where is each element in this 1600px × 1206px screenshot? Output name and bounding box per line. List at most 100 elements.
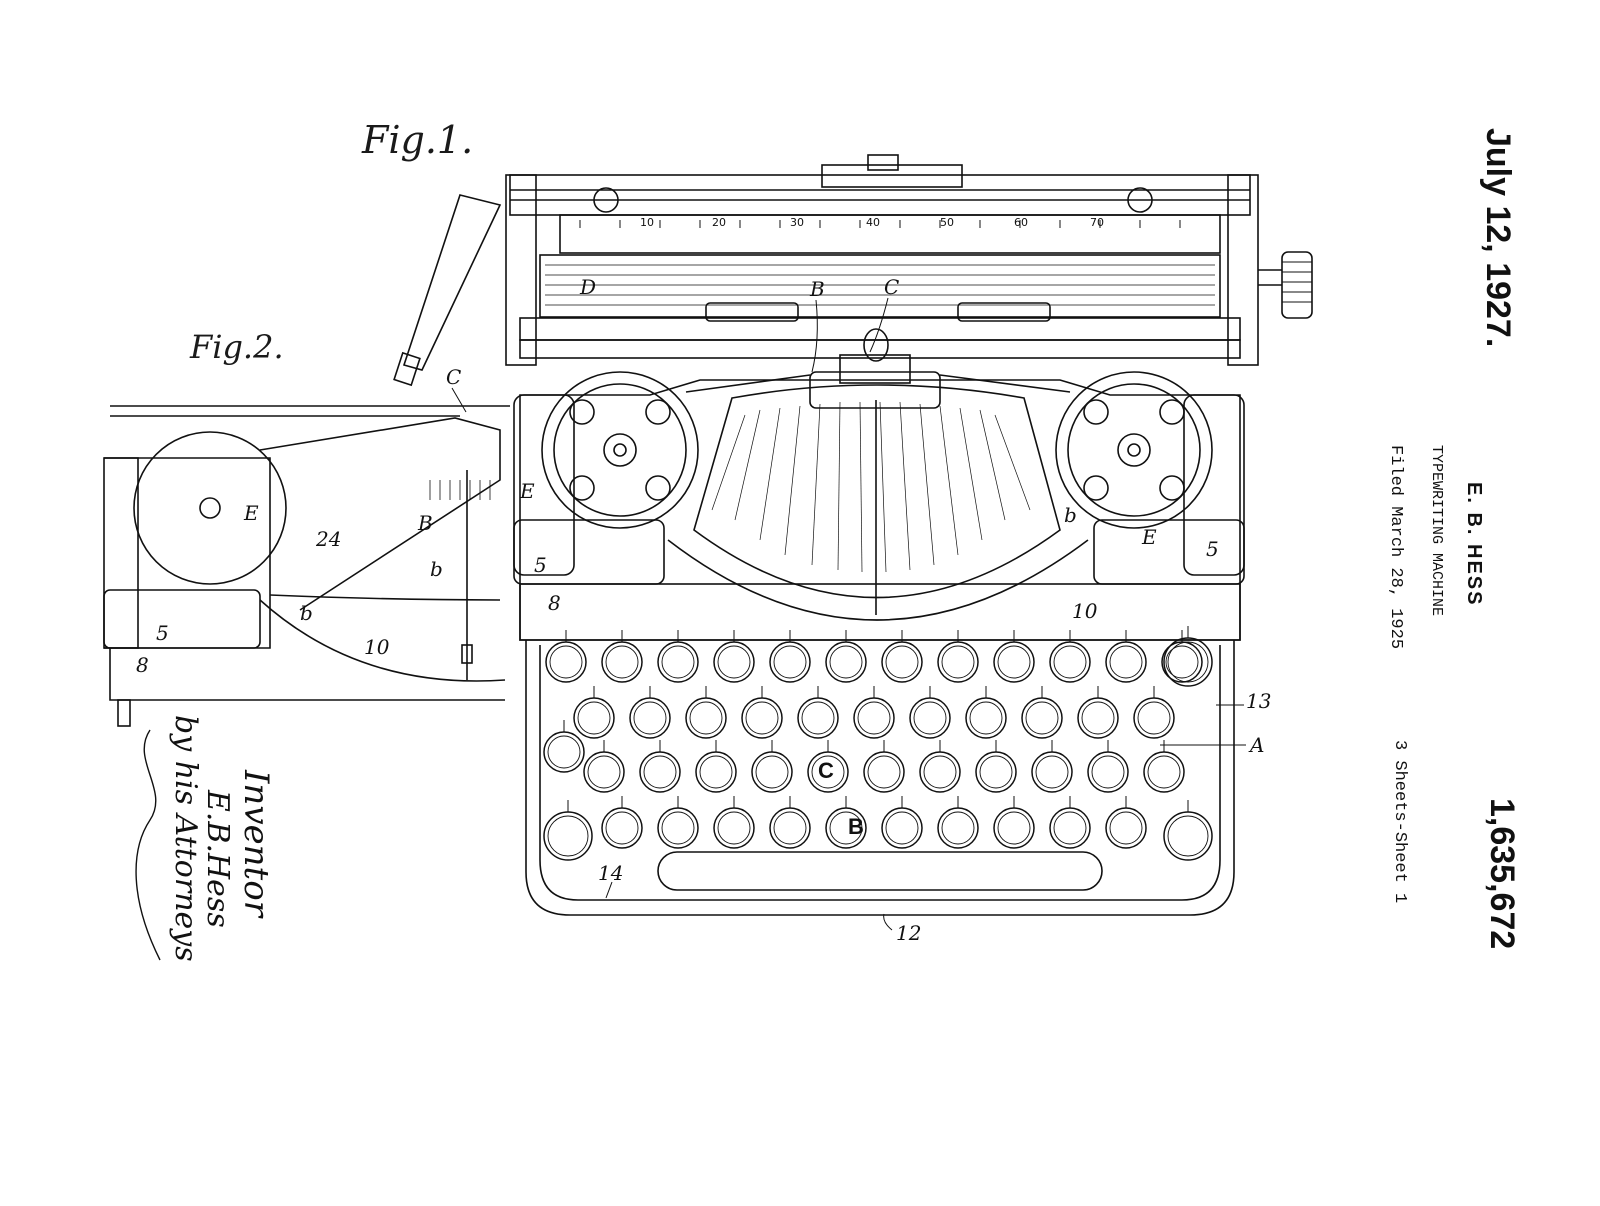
key-r3-8 [1049,807,1091,849]
key-r0-9 [1049,641,1091,683]
patent-date: July 12, 1927. [1479,128,1517,348]
key-r1-3-rim [745,701,779,735]
svg-text:70: 70 [1090,216,1104,229]
ref-E-left: E [519,479,535,503]
key-r0-10-rim [1109,645,1143,679]
svg-text:40: 40 [866,216,880,229]
key-shift-lock [543,731,585,773]
key-r3-6-rim [941,811,975,845]
key-r1-6 [909,697,951,739]
ref-14: 14 [598,861,623,885]
key-r2-7 [975,751,1017,793]
key-r0-7-rim [941,645,975,679]
key-r2-5 [863,751,905,793]
key-r0-8-rim [997,645,1031,679]
key-r0-4 [769,641,811,683]
ref-10-fig2: 10 [364,635,390,659]
key-r2-7-rim [979,755,1013,789]
key-shift-left-rim [547,815,589,857]
key-r2-9-rim [1091,755,1125,789]
key-r3-5 [881,807,923,849]
key-r2-4-rim [811,755,845,789]
key-r1-9 [1077,697,1119,739]
key-r3-2-rim [717,811,751,845]
ref-C-fig2: C [446,365,461,389]
key-shift-lock-rim [547,735,581,769]
key-r0-2-rim [661,645,695,679]
key-r0-3-rim [717,645,751,679]
ref-5-left: 5 [534,553,547,577]
ref-E-right: E [1141,525,1157,549]
ref-b-fig2-lower: b [300,601,313,625]
key-r0-8 [993,641,1035,683]
key-r1-8 [1021,697,1063,739]
ref-b-fig1: b [1064,503,1077,527]
key-r0-5 [825,641,867,683]
key-r0-2 [657,641,699,683]
key-r2-6-rim [923,755,957,789]
key-r1-0-rim [577,701,611,735]
key-r1-2 [685,697,727,739]
ribbon-spool-right [1055,371,1213,529]
attorneys-line: by his Attorneys [168,715,203,962]
key-r3-1 [657,807,699,849]
key-r0-9-rim [1053,645,1087,679]
key-r3-6 [937,807,979,849]
ref-E-fig2: E [243,501,259,525]
key-r0-4-rim [773,645,807,679]
ref-C-fig1: C [884,275,899,299]
patent-number: 1,635,672 [1483,798,1521,950]
ref-13: 13 [1246,689,1271,713]
key-r0-11-rim [1165,645,1199,679]
key-r1-10 [1133,697,1175,739]
key-r0-10 [1105,641,1147,683]
svg-text:60: 60 [1014,216,1028,229]
key-large-top-right [1163,637,1213,687]
key-shift-right-rim [1167,815,1209,857]
inventor-heading: Inventor [236,770,276,917]
ref-8-fig2: 8 [136,653,149,677]
key-r2-3 [751,751,793,793]
key-r1-8-rim [1025,701,1059,735]
key-r1-5 [853,697,895,739]
invention-title: TYPEWRITING MACHINE [1428,445,1445,617]
key-r3-1-rim [661,811,695,845]
svg-text:20: 20 [712,216,726,229]
ref-5-fig2: 5 [156,621,169,645]
key-b-legend: B [848,814,864,839]
key-r0-3 [713,641,755,683]
key-r2-8 [1031,751,1073,793]
key-r0-6-rim [885,645,919,679]
key-r0-7 [937,641,979,683]
key-r1-1-rim [633,701,667,735]
platen-scale-numbers: 10 20 30 40 50 60 70 [640,216,1104,229]
key-c-legend: C [818,758,834,783]
key-r3-0-rim [605,811,639,845]
key-r1-4-rim [801,701,835,735]
ref-12: 12 [896,921,921,945]
svg-text:30: 30 [790,216,804,229]
key-r3-8-rim [1053,811,1087,845]
key-r1-1 [629,697,671,739]
key-r1-9-rim [1081,701,1115,735]
key-r2-5-rim [867,755,901,789]
key-r1-0 [573,697,615,739]
key-r3-0 [601,807,643,849]
fig2-label: Fig.2. [190,328,284,366]
key-r1-5-rim [857,701,891,735]
key-r1-10-rim [1137,701,1171,735]
key-r0-6 [881,641,923,683]
key-r3-7 [993,807,1035,849]
key-r2-8-rim [1035,755,1069,789]
key-r1-4 [797,697,839,739]
ref-8-fig1: 8 [548,591,561,615]
ref-A: A [1248,733,1264,757]
keyboard-keys [543,626,1213,861]
key-shift-left [543,811,593,861]
key-r3-7-rim [997,811,1031,845]
svg-text:50: 50 [940,216,954,229]
ref-5-right: 5 [1206,537,1219,561]
key-r0-1 [601,641,643,683]
